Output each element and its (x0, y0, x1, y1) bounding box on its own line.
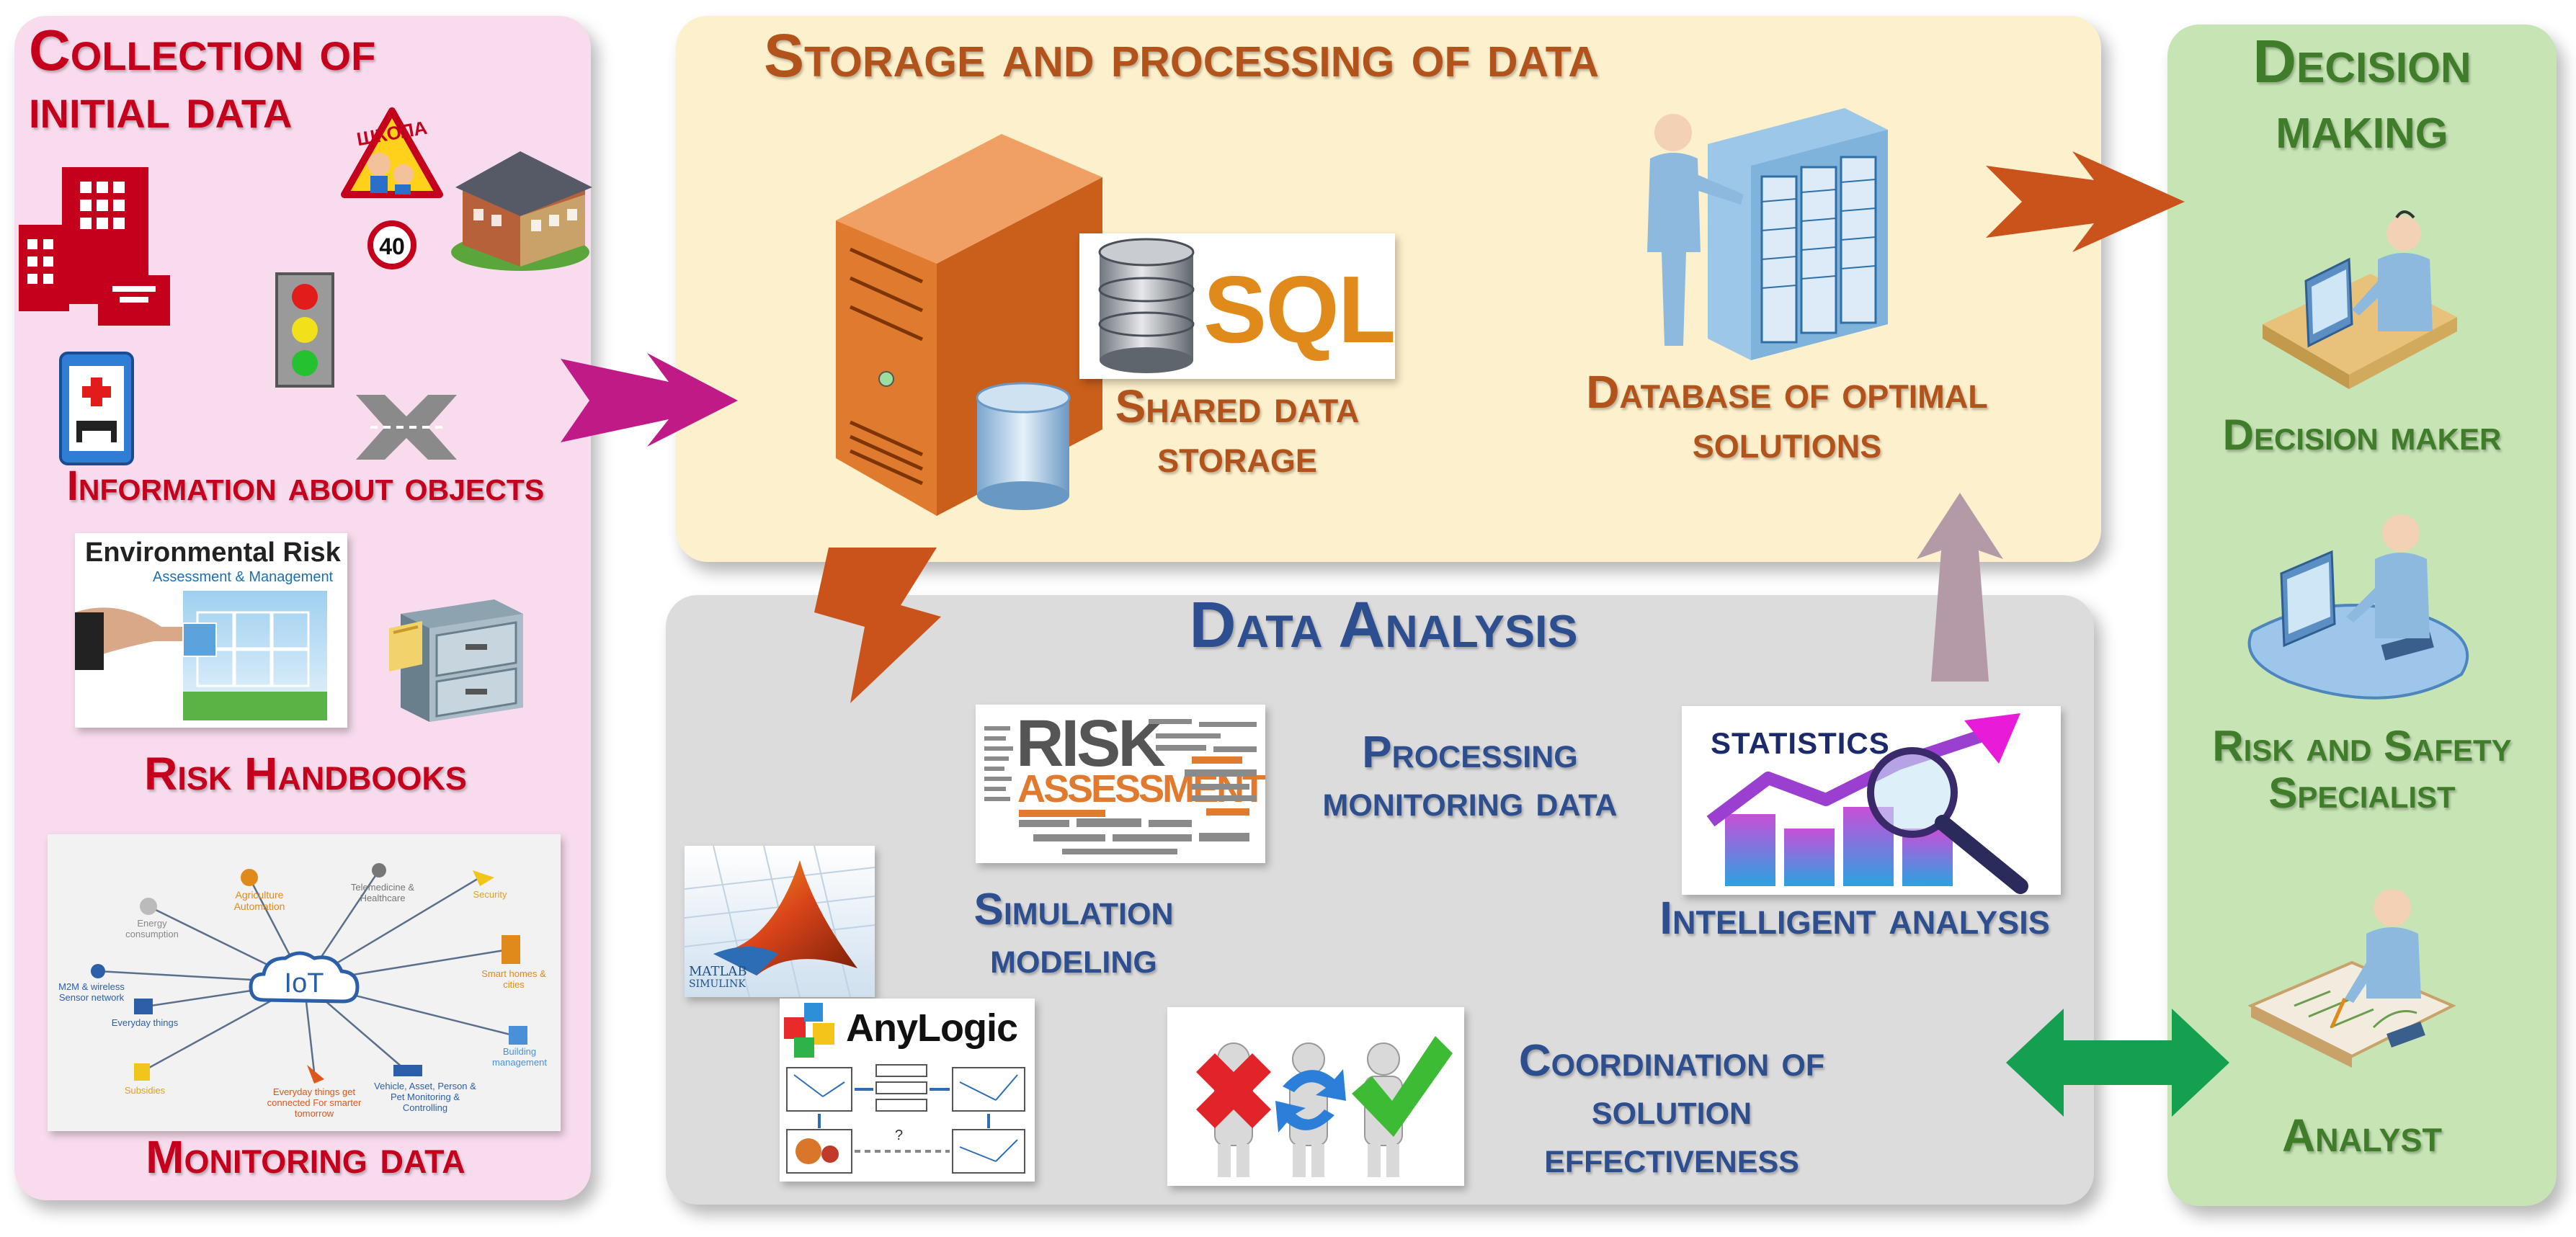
processing-line2: monitoring data (1322, 775, 1618, 826)
risk-specialist-label: Risk and Safety Specialist (2167, 723, 2557, 817)
risk-specialist-line2: Specialist (2268, 768, 2456, 817)
statistics-image: STATISTICS (1682, 706, 2061, 895)
iot-diagram-image: IoT Agriculture Automation Telemedicine … (48, 834, 561, 1131)
shared-storage-label: Shared data storage (1078, 380, 1396, 483)
shared-storage-line2: storage (1157, 430, 1317, 483)
coordination-line3: effectiveness (1544, 1132, 1799, 1182)
risk-assessment-wordcloud-image: RISK ASSESSMENT (976, 705, 1265, 863)
green-double-arrow-icon (2006, 1009, 2229, 1117)
analyst-icon (2247, 889, 2456, 1068)
hospital-sign-icon (59, 352, 134, 465)
risk-specialist-icon (2247, 514, 2469, 700)
coordination-figures-image (1167, 1007, 1464, 1186)
coordination-line2: solution (1591, 1084, 1752, 1134)
iot-node-energy: Energy consumption (125, 918, 179, 939)
optimal-solutions-label: Database of optimal solutions (1549, 367, 2025, 467)
simulation-line2: modeling (990, 932, 1157, 983)
risk-handbooks-label: Risk Handbooks (144, 748, 467, 800)
magenta-arrow-icon (561, 353, 738, 447)
matlab-label: MATLAB (689, 964, 747, 979)
optimal-solutions-line1: Database of optimal (1586, 366, 1988, 418)
analysis-title: Data Analysis (1189, 589, 1578, 661)
filing-cabinet-icon (389, 599, 523, 722)
decision-maker-label: Decision maker (2222, 411, 2502, 459)
decision-title: Decision making (2167, 29, 2557, 159)
mauve-arrow-up-icon (1917, 493, 2003, 682)
orange-arrow-down-icon (814, 548, 941, 703)
matlab-simulink-image: MATLAB SIMULINK (685, 846, 875, 997)
storage-cylinder-icon (976, 382, 1071, 510)
coordination-label: Coordination of solution effectiveness (1470, 1037, 1873, 1182)
collection-title: Collection of initial data (29, 22, 375, 137)
svg-text:?: ? (895, 1127, 903, 1143)
iot-node-smart-homes: Smart homes & cities (481, 968, 546, 990)
statistics-label: STATISTICS (1711, 726, 1890, 760)
iot-node-subsidies: Subsidies (124, 1085, 166, 1096)
collection-title-line2: initial data (29, 76, 293, 140)
iot-node-connected: Everyday things get connected For smarte… (267, 1086, 362, 1119)
simulation-modeling-label: Simulation modeling (925, 885, 1222, 983)
server-rack-operator-icon (1647, 108, 1888, 360)
iot-node-telemedicine: Telemedicine & Healthcare (350, 882, 415, 903)
decision-maker-icon (2263, 210, 2457, 389)
school-building-icon (451, 151, 592, 271)
env-risk-title: Environmental Risk (85, 537, 341, 568)
iot-node-building: Building management (492, 1046, 547, 1068)
processing-line1: Processing (1362, 728, 1578, 777)
anylogic-label: AnyLogic (846, 1006, 1018, 1050)
info-objects-label: Information about objects (66, 463, 545, 509)
analyst-label: Analyst (2281, 1109, 2443, 1161)
iot-node-agriculture: Agriculture Automation (233, 889, 285, 912)
risk-word: RISK (1016, 707, 1166, 780)
monitoring-data-label: Monitoring data (146, 1131, 465, 1183)
iot-cloud-label: IoT (284, 968, 324, 999)
intelligent-analysis-label: Intelligent analysis (1659, 892, 2050, 944)
decision-title-line1: Decision (2252, 27, 2472, 95)
collection-title-line1: Collection of (29, 18, 376, 82)
speed-limit-value: 40 (379, 233, 405, 259)
orange-arrow-right-icon (1986, 151, 2185, 252)
crossroad-icon (356, 395, 457, 460)
server-tower-icon (836, 134, 1102, 516)
processing-monitoring-label: Processing monitoring data (1290, 728, 1650, 826)
iot-node-m2m: M2M & wireless Sensor network (58, 981, 125, 1003)
coordination-line1: Coordination of (1518, 1036, 1825, 1086)
traffic-light-icon (275, 272, 334, 388)
iot-node-security: Security (473, 889, 507, 900)
optimal-solutions-line2: solutions (1692, 416, 1882, 468)
sql-database-image: SQL (1079, 233, 1396, 379)
sql-label: SQL (1203, 256, 1396, 362)
decision-title-line2: making (2276, 92, 2448, 161)
environmental-risk-image: Environmental Risk Assessment & Manageme… (75, 533, 347, 728)
shared-storage-line1: Shared data (1115, 380, 1360, 432)
iot-node-vehicle: Vehicle, Asset, Person & Pet Monitoring … (374, 1081, 476, 1113)
iot-node-everyday: Everyday things (111, 1017, 179, 1028)
building-icon (19, 167, 170, 326)
anylogic-image: AnyLogic ? (780, 999, 1035, 1182)
risk-specialist-line1: Risk and Safety (2212, 722, 2512, 770)
simulation-line1: Simulation (973, 885, 1174, 934)
school-sign-icon: ШКОЛА 40 (341, 107, 443, 271)
storage-title: Storage and processing of data (764, 22, 1599, 89)
env-risk-subtitle: Assessment & Management (153, 569, 334, 585)
simulink-label: SIMULINK (689, 978, 746, 990)
